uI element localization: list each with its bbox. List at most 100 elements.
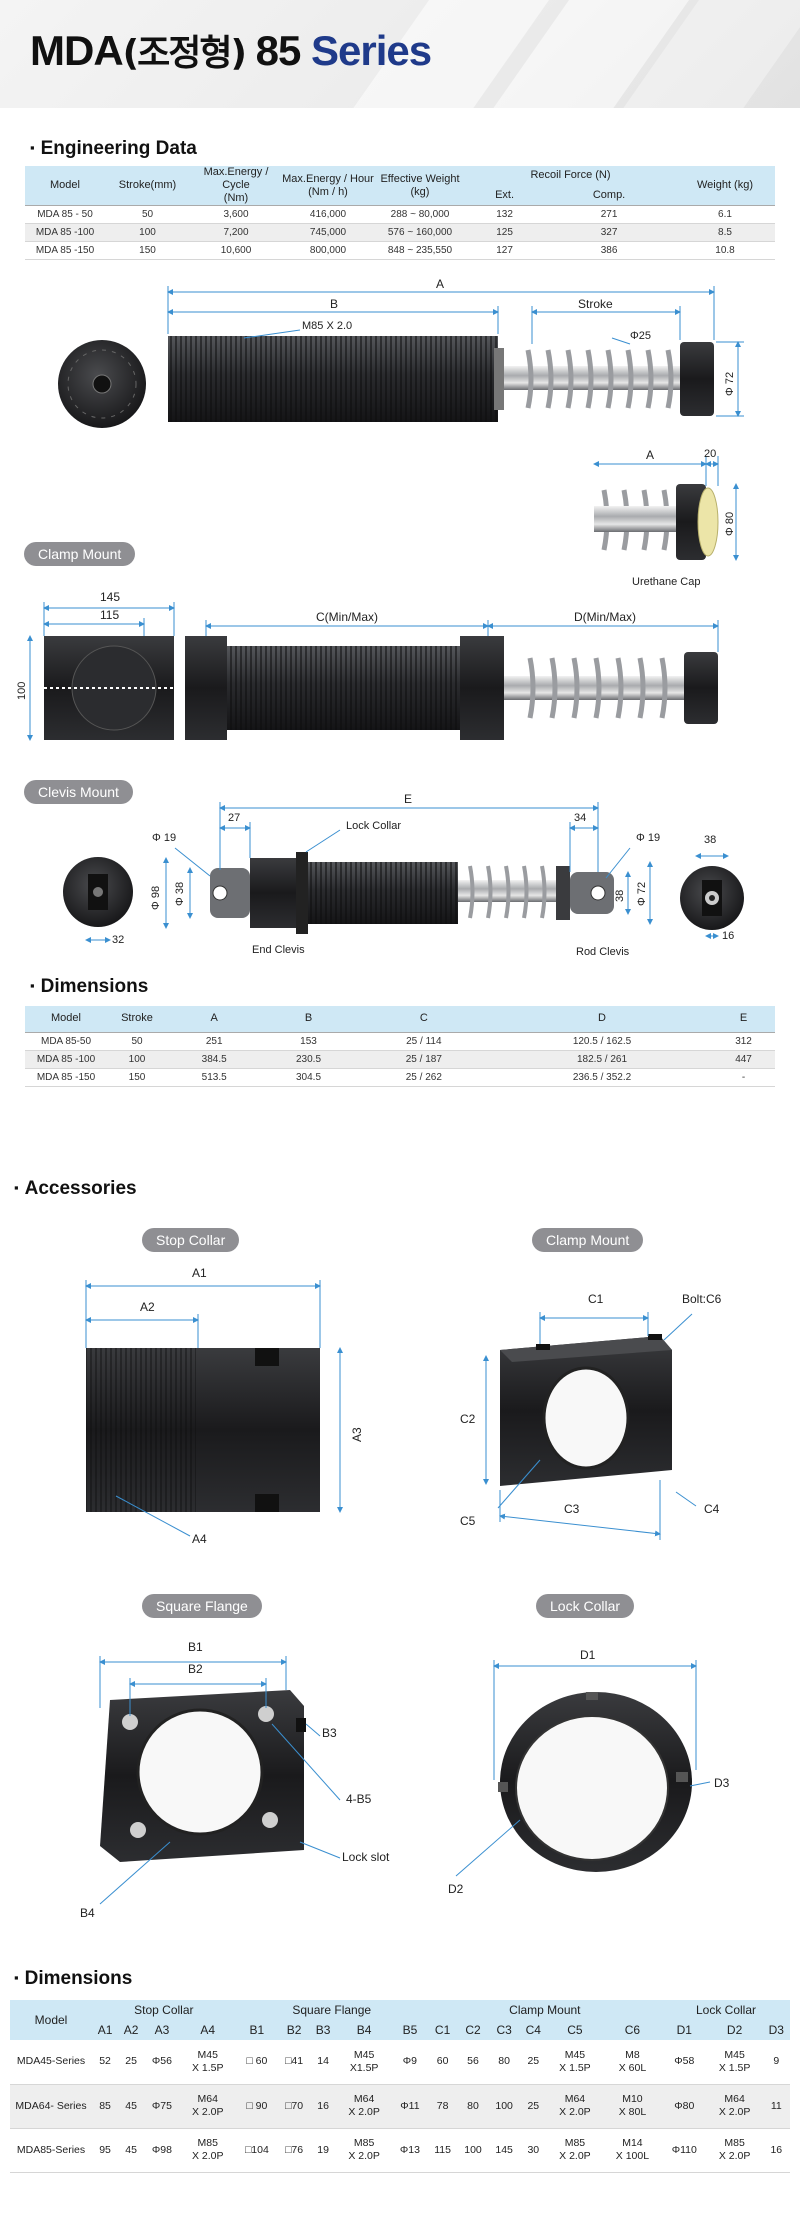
col-b4: B4 (336, 2020, 393, 2040)
table-cell: Φ98 (144, 2128, 180, 2173)
stop-collar-pill: Stop Collar (142, 1228, 240, 1252)
dim-label-115: 115 (100, 608, 120, 622)
col-a4: A4 (179, 2020, 236, 2040)
table-cell: 30 (519, 2128, 547, 2173)
table-cell: 45 (118, 2128, 145, 2173)
table-cell: 85 (92, 2084, 119, 2129)
table-cell: MDA85-Series (10, 2128, 92, 2173)
table-cell: 80 (457, 2084, 489, 2129)
col-c4: C4 (519, 2020, 547, 2040)
dim-label-38: 38 (614, 889, 626, 902)
col-d2: D2 (706, 2020, 763, 2040)
title-model: 85 (255, 27, 302, 74)
col-energy-hour: Max.Energy / Hour(Nm / h) (282, 166, 374, 206)
lock-collar-drawing (498, 1692, 692, 1872)
dimension-lines-1 (167, 286, 744, 417)
accessories-heading: Accessories (14, 1178, 137, 1200)
table-cell: 60 (427, 2040, 458, 2085)
table-cell: □76 (278, 2128, 311, 2173)
dim-label-phi80: Φ 80 (724, 511, 736, 536)
dim-label-a: A (436, 277, 445, 291)
col-b1: B1 (235, 2020, 279, 2040)
dim-label-d2: D2 (448, 1882, 464, 1896)
table-cell: Φ13 (392, 2128, 428, 2173)
lock-collar-pill: Lock Collar (536, 1594, 635, 1618)
col-recoil-comp: Comp. (543, 185, 675, 206)
table-cell: Φ9 (392, 2040, 428, 2085)
square-flange-drawing (100, 1690, 306, 1862)
dim-label-145: 145 (100, 590, 121, 604)
thread-label: M85 X 2.0 (302, 320, 353, 332)
dim-label-34: 34 (574, 812, 587, 824)
dim-label-b1: B1 (188, 1640, 203, 1654)
col-c6: C6 (602, 2020, 662, 2040)
dim-label-a-cap: A (646, 448, 655, 462)
table-cell: 25 (519, 2040, 547, 2085)
dim-label-a1: A1 (192, 1266, 207, 1280)
urethane-cap-label: Urethane Cap (632, 576, 701, 588)
bolt-c6-label: Bolt:C6 (682, 1292, 722, 1306)
col-effective-weight: Effective Weight(kg) (374, 166, 466, 206)
table-cell: □ 60 (235, 2040, 279, 2085)
table-cell: 52 (92, 2040, 119, 2085)
table-cell: Φ11 (392, 2084, 428, 2129)
table-cell: 16 (762, 2128, 790, 2173)
stop-collar-drawing (86, 1348, 320, 1512)
dim-label-phi19-left: Φ 19 (152, 832, 177, 844)
col-b2: B2 (278, 2020, 311, 2040)
table-cell: 100 (488, 2084, 520, 2129)
col-d3: D3 (762, 2020, 790, 2040)
title-korean: (조정형) (122, 33, 247, 74)
table-cell: □104 (235, 2128, 279, 2173)
table-cell: 80 (488, 2040, 520, 2085)
dim-label-d: D(Min/Max) (574, 610, 636, 624)
col-recoil-ext: Ext. (466, 185, 544, 206)
dim-label-b2: B2 (188, 1662, 203, 1676)
page-title: MDA(조정형) 85 Series (30, 24, 432, 76)
clamp-mount-accessory-drawing (500, 1334, 672, 1486)
table-cell: Φ110 (661, 2128, 707, 2173)
col-a1: A1 (92, 2020, 119, 2040)
col-weight: Weight (kg) (675, 166, 775, 206)
table-cell: 16 (310, 2084, 337, 2129)
dim-label-d3: D3 (714, 1776, 730, 1790)
table-cell: □41 (278, 2040, 311, 2085)
col-b3: B3 (310, 2020, 337, 2040)
table-cell: 25 (519, 2084, 547, 2129)
dim-label-16: 16 (722, 930, 735, 942)
table-cell: 100 (457, 2128, 489, 2173)
dim-label-32: 32 (112, 934, 125, 946)
table-cell: 9 (762, 2040, 790, 2085)
shock-absorber-body (168, 336, 714, 422)
table-cell: 11 (762, 2084, 790, 2129)
dim-label-phi38: Φ 38 (174, 881, 186, 906)
end-clevis-label: End Clevis (252, 944, 305, 956)
table-cell: 95 (92, 2128, 119, 2173)
col-b5: B5 (392, 2020, 428, 2040)
lock-slot-label: Lock slot (342, 1850, 390, 1864)
table-cell: Φ56 (144, 2040, 180, 2085)
table-cell: MDA64- Series (10, 2084, 92, 2129)
lock-collar-label: Lock Collar (346, 820, 402, 832)
title-series: Series (311, 27, 432, 74)
table-cell: MDA45-Series (10, 2040, 92, 2085)
clamp-mount-accessory-pill: Clamp Mount (532, 1228, 644, 1252)
table-cell: 19 (310, 2128, 337, 2173)
dim-label-phi72-clevis: Φ 72 (636, 881, 648, 906)
